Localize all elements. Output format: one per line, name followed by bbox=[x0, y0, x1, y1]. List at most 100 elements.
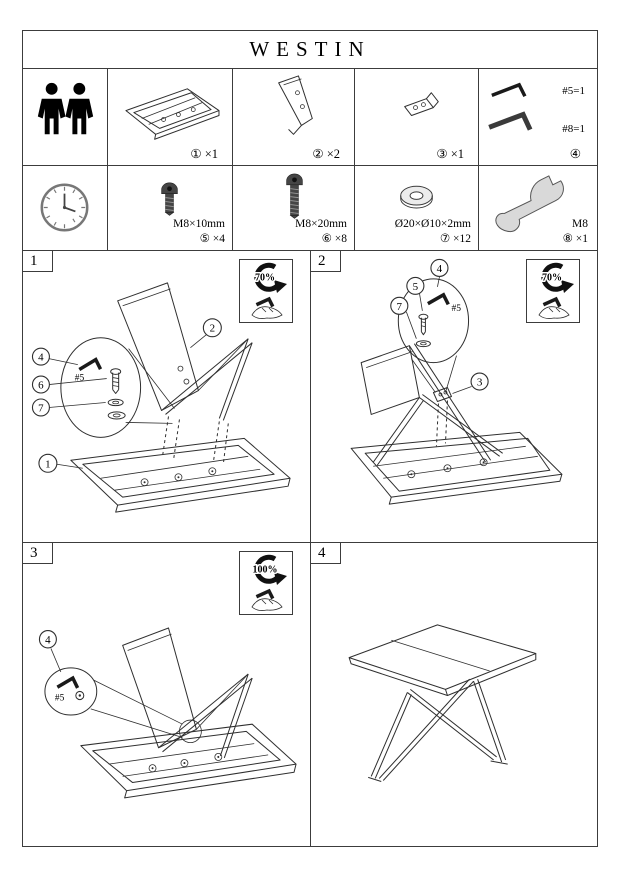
base-platform bbox=[80, 723, 297, 799]
step-4-number: 4 bbox=[311, 543, 341, 564]
hex-keys-cell: #5=1 #8=1 ④ bbox=[479, 69, 595, 165]
steps-grid: 1 70% bbox=[23, 251, 597, 846]
part-2-cell: ② ×2 bbox=[233, 69, 355, 165]
step-4-panel: 4 bbox=[311, 543, 597, 846]
washer-icon bbox=[415, 340, 431, 348]
hex-key-icon bbox=[427, 292, 450, 306]
step-1-torque-indicator: 70% bbox=[239, 259, 293, 323]
callout-circle-5 bbox=[406, 276, 425, 295]
key-size-label: #5 bbox=[75, 374, 85, 384]
screw-long-icon bbox=[286, 173, 303, 219]
hex-key-icon bbox=[56, 675, 80, 689]
callout-circle-1 bbox=[38, 453, 58, 473]
wrench-cell: M8 ⑧ ×1 bbox=[479, 166, 595, 250]
part-2-label: ② ×2 bbox=[312, 147, 340, 161]
tools-label: ④ bbox=[569, 147, 581, 161]
screw-m8x20-cell: M8×20mm ⑥ ×8 bbox=[233, 166, 355, 250]
two-people-icon bbox=[37, 82, 94, 135]
two-people-cell bbox=[23, 69, 108, 165]
hardware-7-label: Ø20×Ø10×2mm ⑦ ×12 bbox=[394, 218, 471, 246]
bracket-part-icon bbox=[404, 92, 439, 117]
leg-panel bbox=[122, 627, 197, 749]
callout-circle-7 bbox=[390, 296, 409, 315]
step-3-number: 3 bbox=[23, 543, 53, 564]
hex-key-5-size: #5=1 bbox=[562, 85, 585, 97]
step-1-panel: 1 70% bbox=[23, 251, 311, 543]
step-1-number: 1 bbox=[23, 251, 53, 272]
svg-text:100%: 100% bbox=[253, 565, 278, 576]
hand-hexkey-icon bbox=[251, 588, 283, 611]
hex-keys-icon bbox=[488, 82, 533, 131]
detail-magnifier: #5 bbox=[60, 337, 175, 438]
wire-legs bbox=[161, 338, 253, 421]
parts-row-1: ① ×1 ② ×2 bbox=[23, 69, 597, 166]
callout-4-label: 4 bbox=[437, 263, 443, 275]
screw-icon bbox=[110, 368, 122, 395]
callout-circle-4 bbox=[430, 258, 449, 277]
part-3-label: ③ ×1 bbox=[436, 147, 464, 161]
callout-6-label: 6 bbox=[38, 380, 44, 392]
key-size-label: #5 bbox=[451, 304, 461, 314]
hardware-8-label: M8 ⑧ ×1 bbox=[562, 218, 588, 246]
clock-icon bbox=[40, 183, 89, 232]
hand-hexkey-icon bbox=[538, 296, 570, 319]
bracket-part bbox=[432, 387, 452, 402]
svg-text:70%: 70% bbox=[542, 273, 562, 284]
leg-part-icon bbox=[278, 75, 313, 135]
callout-circle-3 bbox=[470, 372, 489, 391]
washer-icon bbox=[400, 185, 433, 209]
title-row: WESTIN bbox=[23, 31, 597, 69]
callout-circle-4 bbox=[31, 347, 50, 366]
part-1-label: ① ×1 bbox=[190, 147, 218, 161]
step-3-diagram: 4 #5 bbox=[38, 627, 297, 799]
wrench-icon bbox=[495, 175, 564, 233]
step-2-diagram: #5 4 bbox=[350, 258, 563, 505]
base-platform bbox=[70, 437, 291, 513]
hex-key-8-size: #8=1 bbox=[562, 123, 585, 135]
hex-key-icon bbox=[78, 357, 103, 371]
torque-70-icon: 70% bbox=[538, 262, 574, 319]
step-2-torque-indicator: 70% bbox=[526, 259, 580, 323]
step-3-torque-indicator: 100% bbox=[239, 551, 293, 615]
detail-magnifier: #5 bbox=[44, 667, 98, 716]
detail-magnifier: #5 bbox=[397, 278, 470, 364]
callout-circle-6 bbox=[31, 375, 50, 394]
wire-legs bbox=[372, 343, 503, 466]
wire-legs bbox=[158, 673, 253, 759]
alignment-guides bbox=[162, 416, 229, 465]
sheet-border: WESTIN bbox=[22, 30, 598, 847]
screw-icon bbox=[418, 313, 429, 336]
callout-1-label: 1 bbox=[45, 458, 50, 470]
hardware-6-label: M8×20mm ⑥ ×8 bbox=[295, 218, 347, 246]
callout-3-label: 3 bbox=[477, 377, 483, 389]
callout-circle-4 bbox=[38, 629, 57, 649]
hardware-5-label: M8×10mm ⑤ ×4 bbox=[173, 218, 225, 246]
washer-icon bbox=[107, 398, 126, 420]
callout-4-label: 4 bbox=[38, 352, 44, 364]
step-2-number: 2 bbox=[311, 251, 341, 272]
screw-head-icon bbox=[75, 690, 85, 701]
leg-panel bbox=[117, 282, 199, 411]
table-legs bbox=[368, 678, 508, 782]
torque-70-icon: 70% bbox=[251, 262, 287, 319]
callout-5-label: 5 bbox=[413, 281, 419, 293]
callout-circle-2 bbox=[202, 318, 222, 338]
callout-7-label: 7 bbox=[38, 402, 44, 414]
page-title: WESTIN bbox=[249, 37, 371, 61]
table-top bbox=[348, 624, 537, 697]
joint-highlight-circle bbox=[179, 719, 202, 744]
callout-7-label: 7 bbox=[397, 301, 403, 313]
base-platform bbox=[350, 431, 563, 505]
step-4-diagram bbox=[348, 624, 537, 782]
leg-panel bbox=[360, 345, 420, 415]
part-1-cell: ① ×1 bbox=[108, 69, 233, 165]
clock-cell bbox=[23, 166, 108, 250]
step-1-diagram: 2 1 bbox=[31, 282, 291, 513]
screw-short-icon bbox=[161, 182, 178, 216]
part-3-cell: ③ ×1 bbox=[355, 69, 479, 165]
screw-m8x10-cell: M8×10mm ⑤ ×4 bbox=[108, 166, 233, 250]
callout-circle-7 bbox=[31, 398, 50, 417]
parts-row-2: M8×10mm ⑤ ×4 M8×20mm ⑥ ×8 bbox=[23, 166, 597, 251]
svg-text:70%: 70% bbox=[255, 273, 275, 284]
